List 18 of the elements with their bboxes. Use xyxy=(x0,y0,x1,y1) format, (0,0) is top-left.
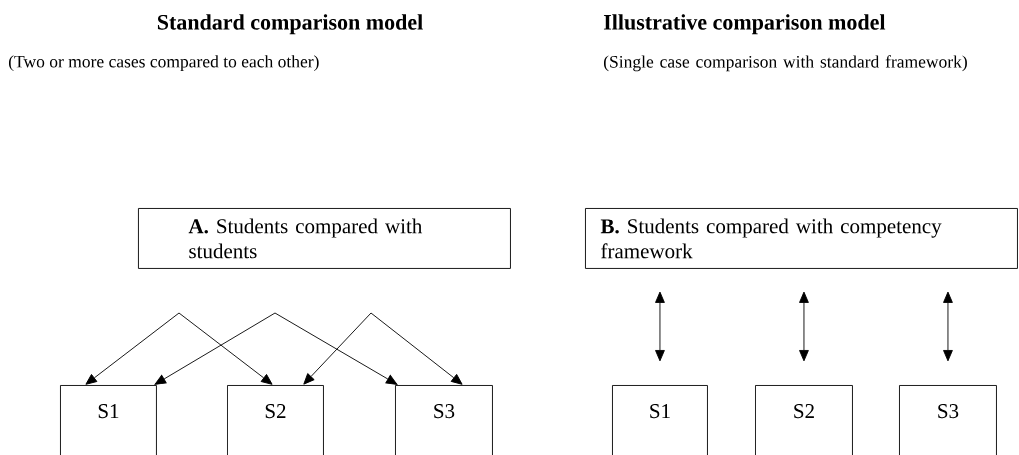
arrow xyxy=(154,312,398,385)
text-box: B. Students compared with competency framework xyxy=(585,208,1018,269)
student-box: S2 xyxy=(227,385,324,455)
student-box: S3 xyxy=(395,385,493,455)
text-box: A. Students compared with students xyxy=(138,208,511,269)
arrow xyxy=(303,312,463,385)
subheading: (Two or more cases compared to each other) xyxy=(8,55,319,72)
student-box: S1 xyxy=(612,385,708,455)
heading: Illustrative comparison model xyxy=(603,14,886,35)
arrow xyxy=(943,291,953,362)
heading: Standard comparison model xyxy=(157,14,423,35)
student-box: S3 xyxy=(899,385,997,455)
arrow xyxy=(85,312,273,385)
student-box: S1 xyxy=(60,385,157,455)
subheading: (Single case comparison with standard framework) xyxy=(604,55,967,72)
arrow xyxy=(799,291,809,362)
arrow xyxy=(655,291,665,362)
student-box: S2 xyxy=(755,385,853,455)
